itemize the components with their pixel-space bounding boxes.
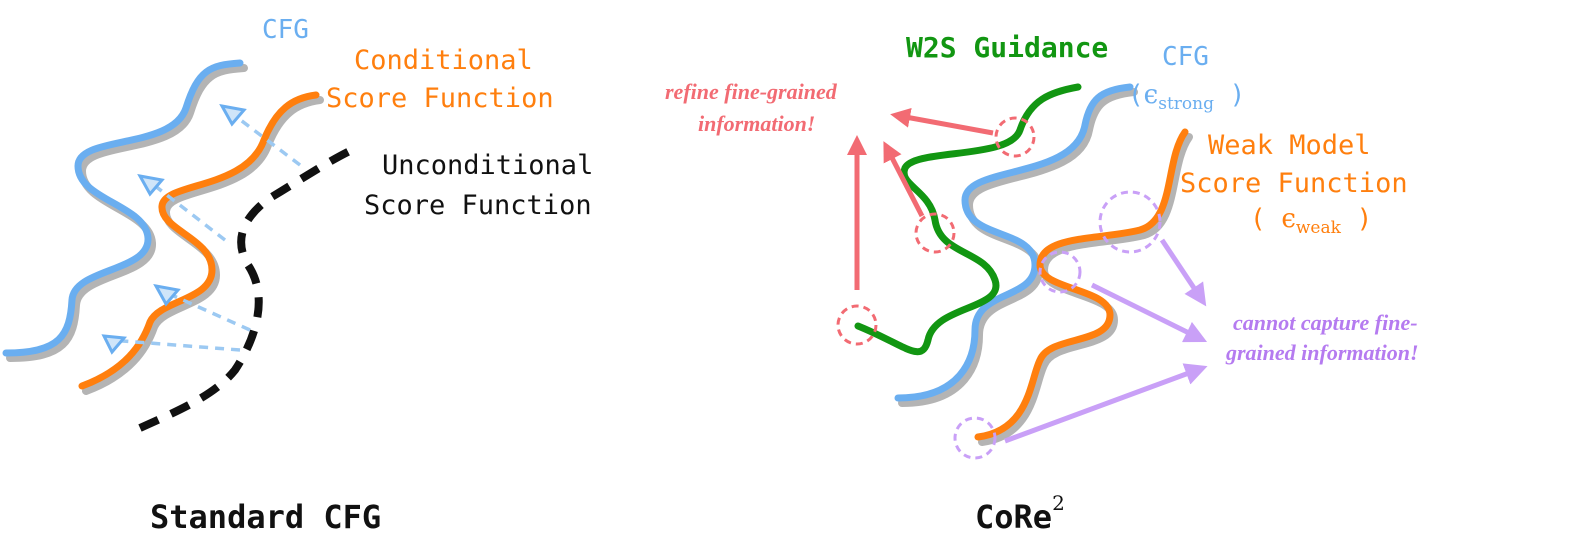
weak-epsilon-label: ( ϵweak ): [1250, 204, 1372, 238]
cannot-annotation-line1: cannot capture fine-: [1233, 310, 1418, 335]
strong-cfg-curve: [894, 83, 1134, 402]
cannot-annotation-line2: grained information!: [1225, 340, 1419, 365]
strong-epsilon-label: (ϵstrong ): [1128, 80, 1245, 114]
weak-model-label-line1: Weak Model: [1208, 130, 1371, 161]
refine-arrows: [847, 107, 994, 290]
unconditional-curve: [138, 144, 358, 432]
unconditional-label-line2: Score Function: [364, 190, 592, 221]
guidance-arrows: [109, 110, 302, 352]
w2s-guidance-curve: [854, 83, 1082, 356]
standard-cfg-panel: CFG Conditional Score Function Unconditi…: [2, 15, 593, 536]
refine-annotation-line2: information!: [698, 111, 815, 136]
weak-model-label-line2: Score Function: [1180, 168, 1408, 199]
cfg-curve: [2, 59, 244, 357]
w2s-guidance-label: W2S Guidance: [906, 31, 1108, 64]
weak-model-curve: [974, 128, 1189, 441]
cfg-label: CFG: [262, 15, 309, 45]
strong-cfg-label: CFG: [1162, 42, 1209, 72]
refine-circles: [836, 116, 1036, 346]
weak-arrows: [1004, 238, 1208, 444]
standard-cfg-caption: Standard CFG: [150, 498, 381, 536]
core2-caption: CoRe2: [975, 491, 1065, 536]
guidance-triangles: [101, 103, 247, 355]
weak-circles: [953, 190, 1162, 460]
conditional-label-line1: Conditional: [354, 45, 533, 76]
unconditional-label-line1: Unconditional: [382, 150, 593, 181]
conditional-curve: [78, 91, 320, 390]
conditional-label-line2: Score Function: [326, 83, 554, 114]
core2-panel: W2S Guidance CFG (ϵstrong ) Weak Model S…: [665, 31, 1419, 536]
refine-annotation-line1: refine fine-grained: [665, 79, 838, 104]
